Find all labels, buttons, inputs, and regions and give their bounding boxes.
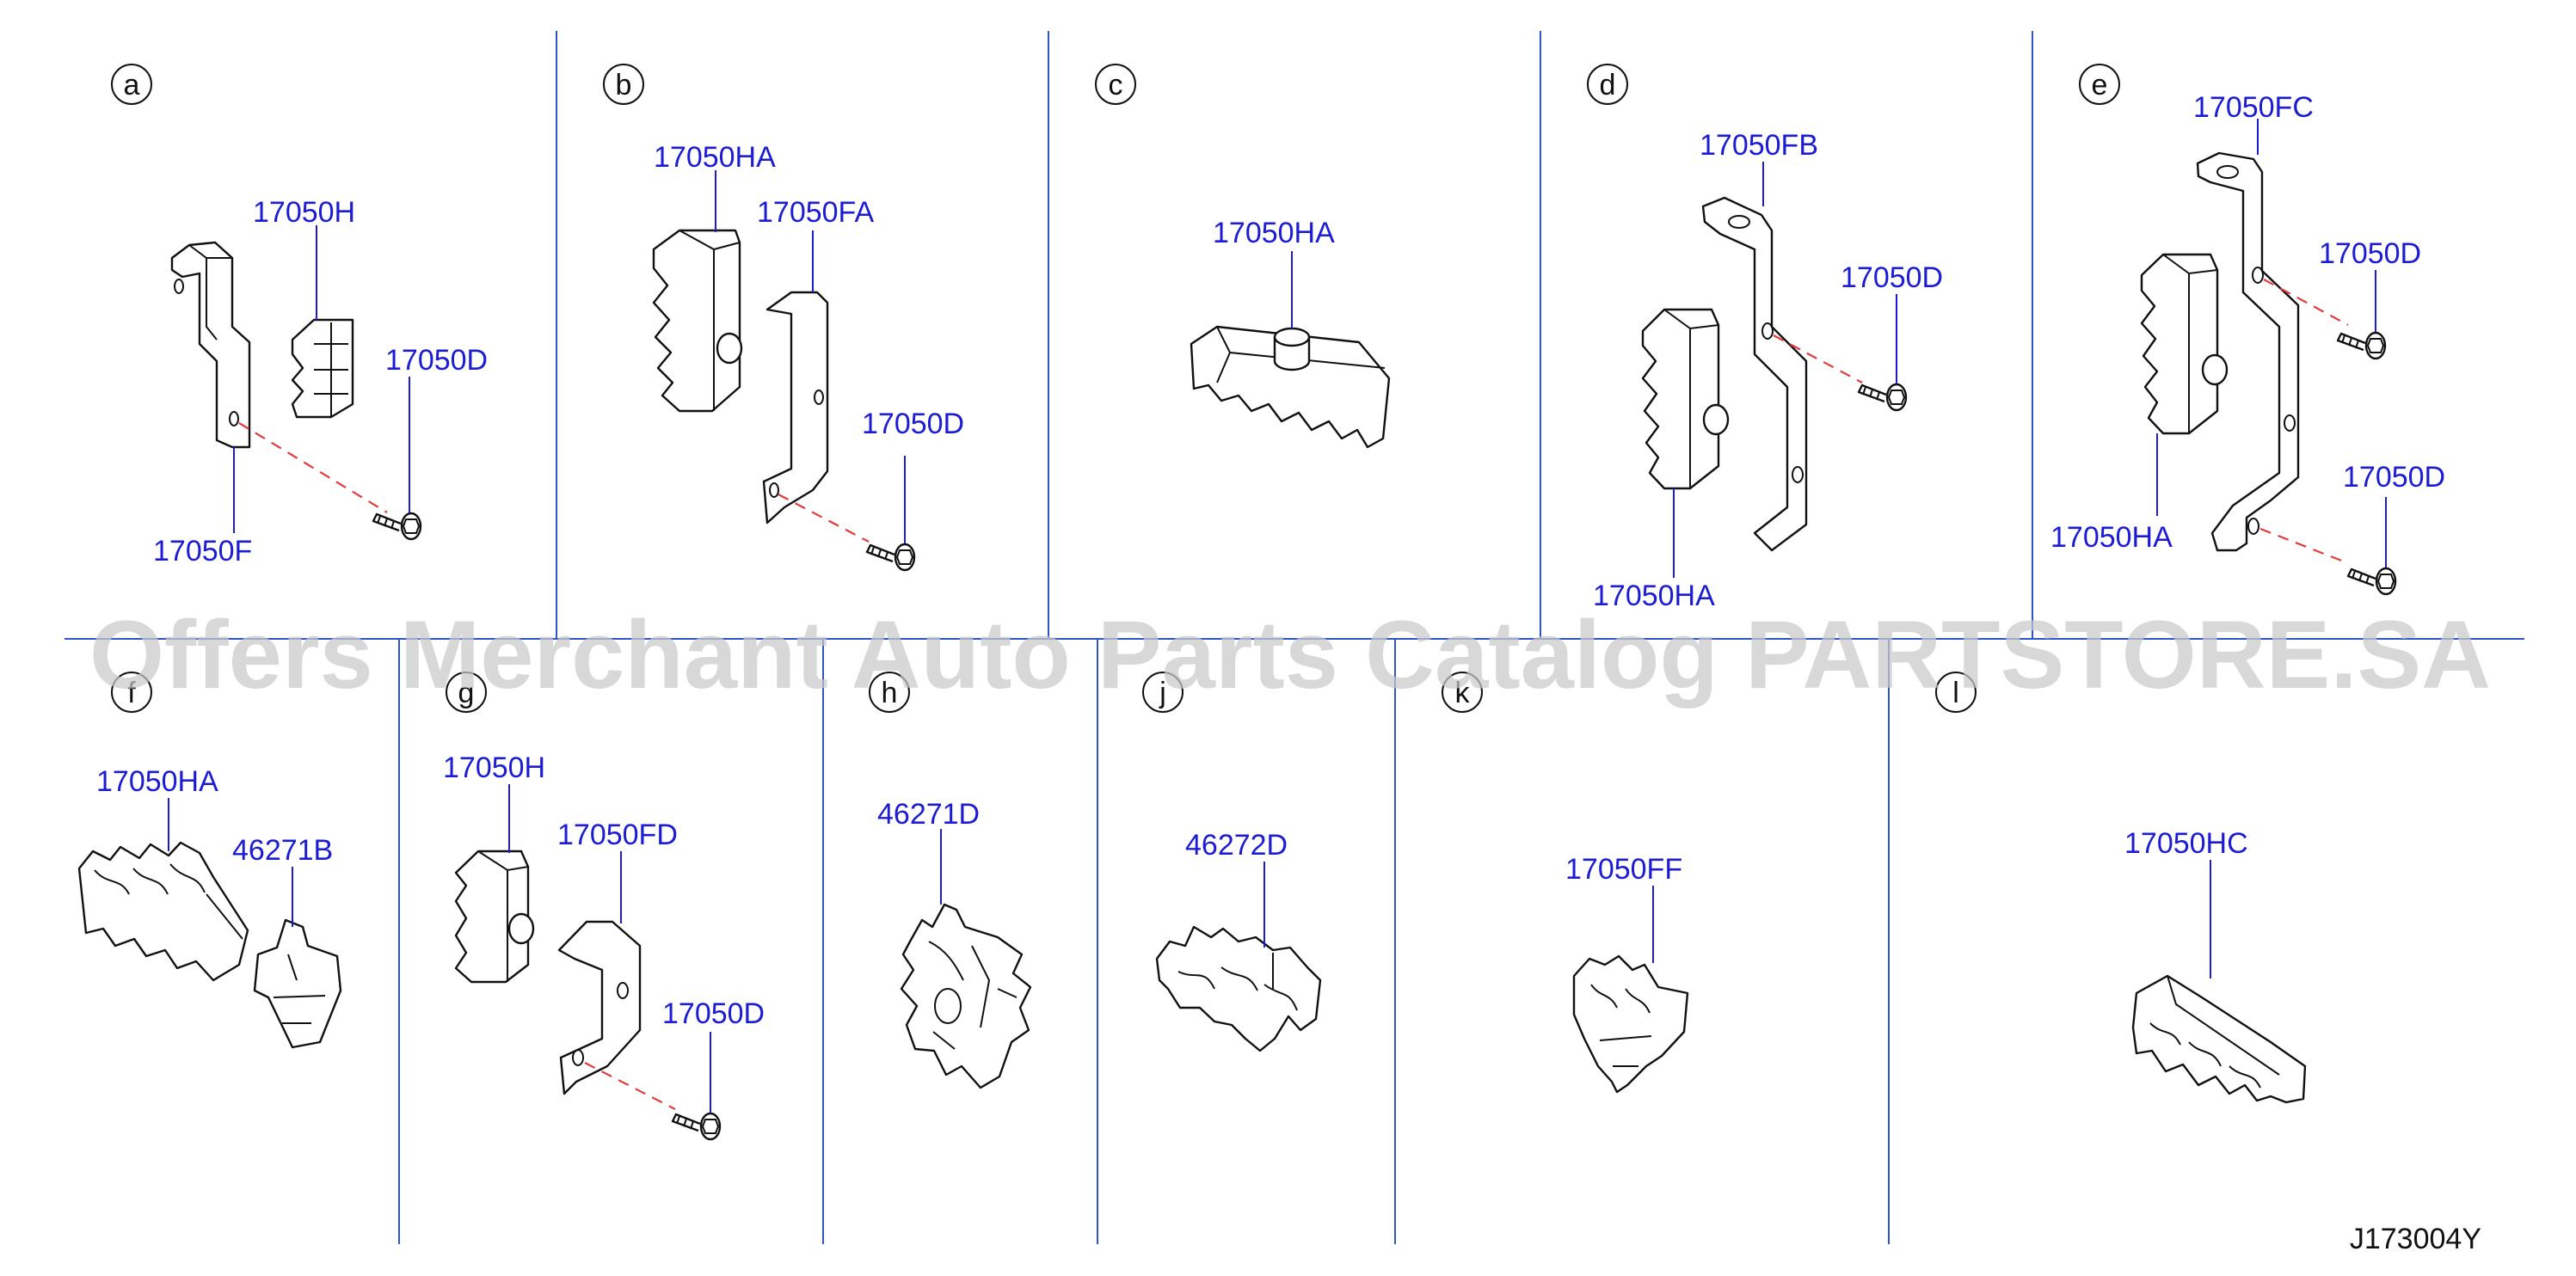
panel-letter-c: c <box>1109 69 1123 101</box>
label-46271b: 46271B <box>232 834 333 867</box>
panel-letter-f: f <box>127 677 136 709</box>
panel-letter-a: a <box>124 69 140 101</box>
clip-17050h <box>291 318 354 419</box>
label-17050ha: 17050HA <box>1593 580 1715 612</box>
panel-d: d 17050FB 17050D 17050HA <box>1587 64 1943 612</box>
label-46271d: 46271D <box>877 798 980 831</box>
label-17050d: 17050D <box>385 344 488 377</box>
panel-f: f 17050HA 46271B <box>77 672 342 1049</box>
panel-letter-l: l <box>1952 677 1959 709</box>
label-17050d-lower: 17050D <box>2343 461 2445 494</box>
clip-17050ha <box>1190 325 1391 449</box>
clip-17050h <box>454 850 530 984</box>
label-17050h: 17050H <box>253 196 355 229</box>
watermark-text: Offers Merchant Auto Parts Catalog PARTS… <box>89 601 2491 709</box>
panel-letter-e: e <box>2092 69 2108 101</box>
clip-17050ha <box>652 229 741 413</box>
label-17050hc: 17050HC <box>2124 827 2248 860</box>
label-17050d: 17050D <box>662 997 765 1030</box>
bracket-17050fa <box>762 291 829 525</box>
label-17050fc: 17050FC <box>2193 91 2314 124</box>
bracket-17050fd <box>557 920 642 1095</box>
bracket-17050fb <box>1701 196 1808 552</box>
clip-46272d <box>1155 925 1322 1052</box>
panel-g: g 17050H 17050FD 17050D <box>443 672 765 1141</box>
label-17050ha: 17050HA <box>2050 521 2173 554</box>
label-17050d: 17050D <box>1841 261 1943 294</box>
label-17050ha: 17050HA <box>96 765 218 798</box>
panel-c: c 17050HA <box>1095 64 1391 449</box>
panel-h: h 46271D <box>869 672 1032 1089</box>
label-17050h: 17050H <box>443 751 545 784</box>
panel-letter-k: k <box>1455 677 1471 709</box>
label-17050d-upper: 17050D <box>2319 237 2421 270</box>
panel-l: l 17050HC <box>1935 672 2307 1104</box>
clip-17050hc <box>2131 974 2307 1104</box>
panel-k: k 17050FF <box>1442 672 1689 1094</box>
label-17050fb: 17050FB <box>1700 129 1818 162</box>
panel-dividers <box>65 31 2524 1244</box>
panel-b: b 17050HA 17050FA 17050D <box>603 64 964 572</box>
label-17050ha: 17050HA <box>654 141 776 174</box>
label-17050ha: 17050HA <box>1213 217 1335 249</box>
panel-letter-g: g <box>458 677 475 709</box>
label-17050d: 17050D <box>862 408 964 440</box>
bracket-17050f <box>170 241 251 449</box>
panel-j: j 46272D <box>1142 672 1322 1052</box>
panel-letter-j: j <box>1159 677 1166 709</box>
label-46272d: 46272D <box>1185 829 1288 862</box>
clip-46271b <box>253 918 342 1049</box>
label-17050fd: 17050FD <box>557 819 678 851</box>
diagram-code: J173004Y <box>2350 1223 2481 1255</box>
clip-46271d <box>900 903 1032 1089</box>
label-17050ff: 17050FF <box>1565 853 1682 886</box>
bracket-17050fc <box>2196 151 2300 552</box>
clip-17050ha <box>1641 308 1720 490</box>
clip-17050ff <box>1572 954 1689 1094</box>
panel-letter-b: b <box>616 69 632 101</box>
clip-17050ha <box>77 841 249 982</box>
label-17050f: 17050F <box>153 535 252 567</box>
label-17050fa: 17050FA <box>757 196 874 229</box>
panel-a: a 17050H 17050D 17050F <box>111 64 488 567</box>
clip-17050ha <box>2140 253 2219 435</box>
panel-e: e 17050FC 17050D 17050D 17050HA <box>2050 64 2445 596</box>
panel-letter-h: h <box>882 677 898 709</box>
panel-letter-d: d <box>1600 69 1616 101</box>
